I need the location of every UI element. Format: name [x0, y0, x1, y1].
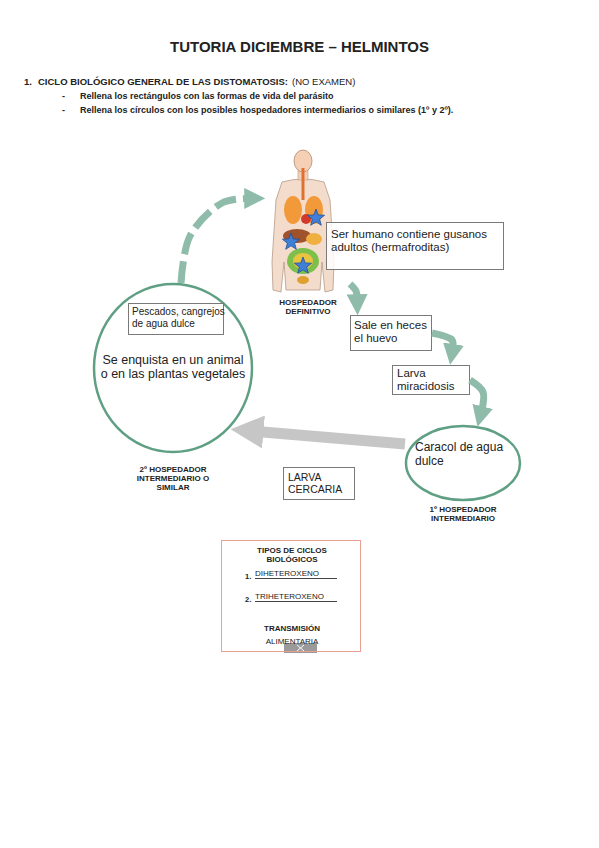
box-text: Sale en heces el huevo — [354, 319, 434, 345]
star-markers — [282, 209, 324, 273]
stomach — [306, 233, 322, 245]
box-text: Ser humano contiene gusanos adultos (her… — [331, 228, 503, 254]
page-title: TUTORIA DICIEMBRE – HELMINTOS — [0, 38, 599, 55]
life-stage-box: LARVA CERCARIA — [283, 467, 355, 500]
head — [294, 150, 312, 172]
answer-panel: TIPOS DE CICLOS BIOLÓGICOS 1. DIHETEROXENO… — [221, 540, 361, 652]
panel-heading: TRANSMISIÓN — [222, 624, 362, 633]
circle-text: Se enquista en un animal o en las planta… — [99, 353, 247, 382]
circle-text: Caracol de agua dulce — [415, 441, 510, 469]
intestine — [287, 248, 319, 274]
bullet-dash: - — [62, 105, 65, 115]
host-circle: Caracol de agua dulce1º HOSPEDADOR INTER… — [405, 425, 521, 501]
box-text: LARVA CERCARIA — [288, 471, 354, 495]
star-symbol — [282, 233, 299, 249]
instruction-text: Rellena los rectángulos con las formas d… — [80, 91, 334, 101]
lung — [305, 196, 323, 224]
item-number: 2. — [245, 596, 251, 605]
star-symbol — [294, 257, 311, 273]
panel-heading: TIPOS DE CICLOS BIOLÓGICOS — [242, 546, 342, 564]
bladder — [297, 276, 309, 284]
ellipse-shape — [94, 284, 252, 452]
lung — [284, 196, 302, 224]
star-symbol — [307, 209, 324, 225]
life-stage-box: Sale en heces el huevo — [350, 315, 432, 351]
box-text: Pescados, cangrejos de agua dulce — [132, 306, 236, 329]
trachea — [302, 168, 305, 200]
life-stage-box: Larva miracidosis — [392, 365, 470, 395]
intestine — [293, 253, 313, 269]
host-circle: Se enquista en un animal o en las planta… — [93, 283, 253, 453]
section-note: (NO EXAMEN) — [292, 77, 355, 88]
life-stage-box: Ser humano contiene gusanos adultos (her… — [326, 222, 504, 270]
host-caption: 1º HOSPEDADOR INTERMEDIARIO — [418, 505, 508, 523]
heart — [301, 214, 311, 224]
host-caption: 2º HOSPEDADOR INTERMEDIARIO O SIMILAR — [133, 465, 213, 493]
host-caption: HOSPEDADOR DEFINITIVO — [273, 298, 343, 316]
human-figure — [272, 150, 334, 292]
host-box: Pescados, cangrejos de agua dulce — [128, 303, 224, 335]
cycle-arrow — [257, 431, 405, 444]
answer-text: DIHETEROXENO — [255, 569, 337, 579]
box-text: Larva miracidosis — [397, 367, 467, 393]
liver — [283, 229, 311, 243]
cycle-arrow — [181, 198, 248, 283]
item-number: 1. — [24, 77, 32, 88]
answer-text: ALIMENTARIA — [222, 637, 362, 646]
bullet-dash: - — [62, 91, 65, 101]
body-outline — [272, 179, 334, 292]
cycle-arrow — [470, 380, 484, 411]
cycle-arrow — [350, 284, 357, 298]
cycle-arrow — [432, 333, 453, 348]
instruction-text: Rellena los círculos con los posibles ho… — [80, 105, 453, 115]
ellipse-shape — [406, 426, 520, 500]
section-heading: CICLO BIOLÓGICO GENERAL DE LAS DISTOMATO… — [38, 77, 288, 88]
neck — [298, 170, 308, 180]
item-number: 1. — [245, 573, 251, 582]
answer-text: TRIHETEROXENO — [255, 592, 337, 602]
